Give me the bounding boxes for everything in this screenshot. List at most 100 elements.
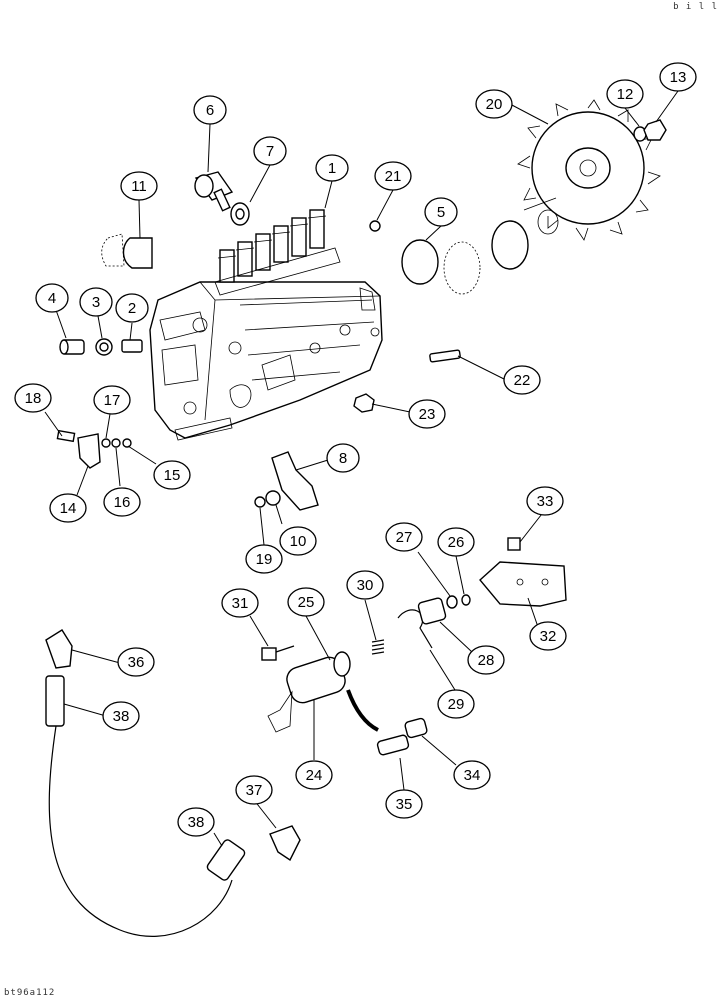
callout-34: 34 [453,760,491,790]
fitting-part-4 [59,339,85,355]
callout-2: 2 [115,293,149,323]
fitting-part-6 [194,171,234,212]
callout-10: 10 [279,526,317,556]
svg-text:31: 31 [232,595,249,612]
washer-part-26 [461,594,471,606]
callout-12: 12 [606,79,644,109]
svg-text:2: 2 [128,300,136,317]
svg-text:28: 28 [478,652,495,669]
sleeve-part-35 [376,734,410,756]
svg-text:1: 1 [328,160,336,177]
callout-22: 22 [503,365,541,395]
washer-part-3 [95,338,113,356]
fitting-part-28 [417,597,447,625]
hub-components [401,197,559,295]
svg-text:33: 33 [537,493,554,510]
washer-part-7 [230,202,250,226]
callout-3: 3 [79,287,113,317]
svg-text:16: 16 [114,494,131,511]
delivery-valve-outlets [214,209,341,296]
callout-4: 4 [35,283,69,313]
svg-text:11: 11 [131,178,147,195]
svg-text:17: 17 [104,392,121,409]
callout-25: 25 [287,587,325,617]
hose-fitting-part-38-top [45,675,65,727]
callout-20: 20 [475,89,513,119]
spring-part-30 [371,639,385,655]
fitting-part-2 [121,339,143,353]
sleeve-part-34 [404,717,428,739]
curved-arrow [346,689,379,732]
svg-text:23: 23 [419,406,436,423]
svg-text:27: 27 [396,529,413,546]
svg-text:4: 4 [48,290,56,307]
callout-5: 5 [424,197,458,227]
callout-7: 7 [253,136,287,166]
gear-part-20 [517,99,661,241]
leader-lines [44,90,679,847]
svg-text:13: 13 [670,69,687,86]
svg-text:29: 29 [448,696,465,713]
callout-14: 14 [49,493,87,523]
callout-38-lower: 38 [177,807,215,837]
callout-38-upper: 38 [102,701,140,731]
cover-part-11 [101,233,153,269]
callout-31: 31 [221,588,259,618]
callout-36: 36 [117,647,155,677]
svg-text:32: 32 [540,628,557,645]
hose-fitting-part-38-bottom [206,839,246,881]
svg-text:15: 15 [164,467,181,484]
bolt-part-33 [507,537,521,551]
callout-30: 30 [346,570,384,600]
svg-text:38: 38 [113,708,130,725]
callout-33: 33 [526,486,564,516]
callout-16: 16 [103,487,141,517]
svg-text:19: 19 [256,551,273,568]
bracket-group-14 [56,429,132,469]
callout-27: 27 [385,522,423,552]
svg-text:26: 26 [448,534,465,551]
svg-text:14: 14 [60,500,77,517]
bolt-part-31 [261,645,295,661]
callout-15: 15 [153,460,191,490]
svg-text:35: 35 [396,796,413,813]
bracket-part-8 [271,451,319,511]
svg-text:34: 34 [464,767,481,784]
svg-text:38: 38 [188,814,205,831]
callout-37: 37 [235,775,273,805]
svg-text:5: 5 [437,204,445,221]
callout-29: 29 [437,689,475,719]
svg-text:24: 24 [306,767,323,784]
callout-21: 21 [374,161,412,191]
callout-11: 11 [120,171,158,201]
svg-text:3: 3 [92,294,100,311]
clip-part-29 [397,609,433,649]
svg-text:7: 7 [266,143,274,160]
svg-text:12: 12 [617,86,634,103]
svg-text:10: 10 [290,533,307,550]
injection-pump-body [149,281,383,441]
callout-26: 26 [437,527,475,557]
header-code: b i l l [673,2,718,12]
figure-id: bt96a112 [4,988,56,998]
callout-18: 18 [14,383,52,413]
svg-text:18: 18 [25,390,42,407]
elbow-fitting-part-37 [269,825,301,862]
elbow-fitting-part-36 [45,629,73,669]
svg-text:20: 20 [486,96,503,113]
washer-part-27 [446,595,458,609]
callout-32: 32 [529,621,567,651]
nut-part-13 [643,119,667,141]
bracket-part-32 [479,561,567,607]
callout-23: 23 [408,399,446,429]
svg-text:8: 8 [339,450,347,467]
callout-35: 35 [385,789,423,819]
svg-text:30: 30 [357,577,374,594]
callout-24: 24 [295,760,333,790]
o-ring-part-21 [369,220,381,232]
svg-text:22: 22 [514,372,531,389]
callout-6: 6 [193,95,227,125]
svg-text:21: 21 [385,168,402,185]
svg-text:37: 37 [246,782,263,799]
